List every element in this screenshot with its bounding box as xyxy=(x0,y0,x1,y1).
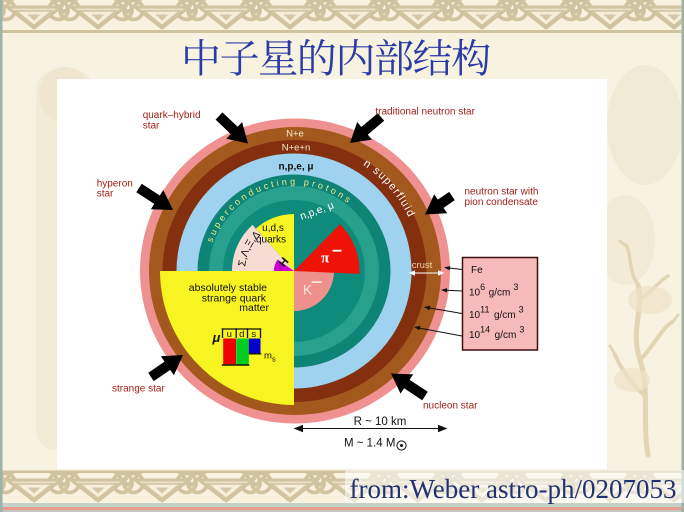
svg-text:star: star xyxy=(97,189,114,200)
svg-text:crust: crust xyxy=(412,260,433,271)
svg-text:strange star: strange star xyxy=(112,384,165,395)
svg-text:pion condensate: pion condensate xyxy=(465,197,539,208)
svg-text:s: s xyxy=(251,329,256,340)
svg-text:K: K xyxy=(303,283,312,298)
svg-text:u,d,s: u,d,s xyxy=(262,223,284,234)
svg-text:quarks: quarks xyxy=(256,235,286,246)
svg-text:M ~ 1.4 M: M ~ 1.4 M xyxy=(344,438,395,450)
svg-text:d: d xyxy=(239,329,244,340)
svg-text:R ~ 10 km: R ~ 10 km xyxy=(354,416,407,428)
svg-text:neutron star with: neutron star with xyxy=(465,187,539,198)
svg-text:strange quark: strange quark xyxy=(202,293,267,305)
svg-text:n,p,e, μ: n,p,e, μ xyxy=(278,162,313,173)
svg-text:hyperon: hyperon xyxy=(97,179,133,190)
svg-text:absolutely stable: absolutely stable xyxy=(189,282,267,294)
svg-text:star: star xyxy=(143,121,160,132)
svg-text:N+e: N+e xyxy=(286,129,304,140)
svg-text:matter: matter xyxy=(239,302,269,314)
svg-text:π: π xyxy=(321,251,330,267)
svg-text:quark–hybrid: quark–hybrid xyxy=(143,110,201,121)
svg-text:ms: ms xyxy=(264,351,276,364)
svg-text:traditional neutron star: traditional neutron star xyxy=(375,107,475,118)
svg-text:u: u xyxy=(227,329,232,340)
svg-text:Fe: Fe xyxy=(471,265,483,276)
svg-text:from:Weber astro-ph/0207053: from:Weber astro-ph/0207053 xyxy=(350,474,677,504)
svg-text:μ: μ xyxy=(212,330,221,345)
svg-text:N+e+n: N+e+n xyxy=(282,143,311,154)
svg-text:nucleon star: nucleon star xyxy=(423,401,478,412)
